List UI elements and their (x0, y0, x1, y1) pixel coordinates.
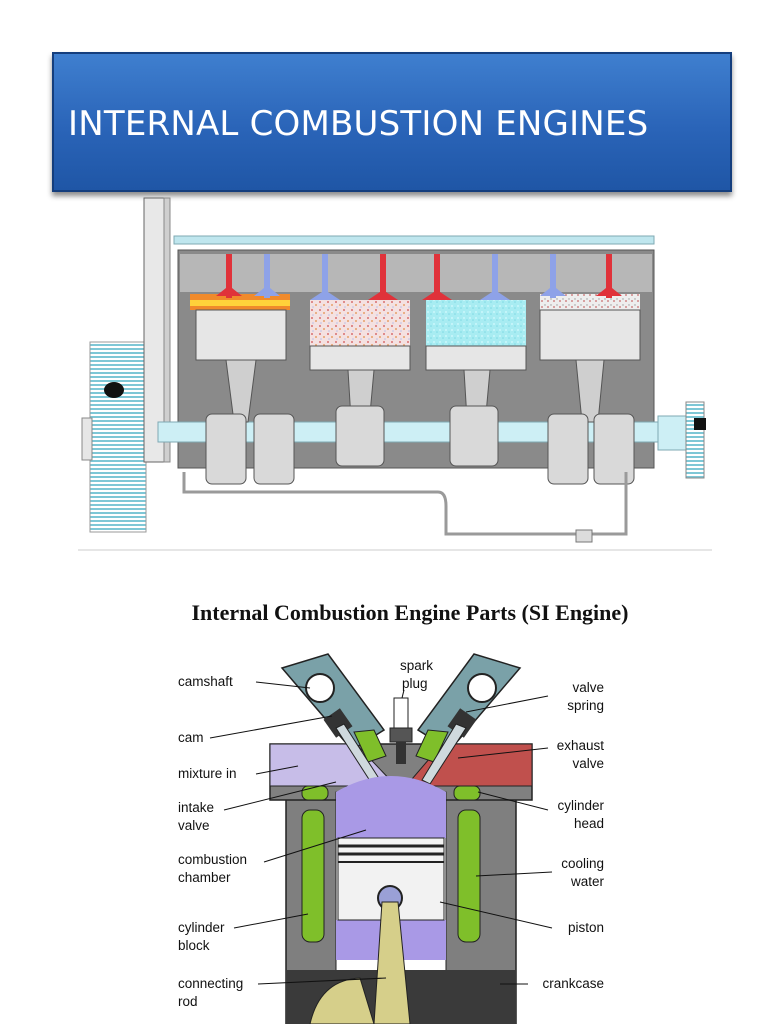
label-cylinder-head-line1: cylinder (557, 798, 604, 813)
label-valve-spring-line1: valve (572, 680, 604, 695)
label-cam: cam (178, 730, 204, 745)
label-crankcase: crankcase (542, 976, 604, 991)
spark-plug (389, 697, 413, 764)
label-combustion-chamber-line2: chamber (178, 870, 231, 885)
label-intake-valve-line1: intake (178, 800, 214, 815)
label-cooling-water-line2: water (570, 874, 605, 889)
exhaust-cam-housing (416, 653, 522, 751)
label-cylinder-head-line2: head (574, 816, 604, 831)
label-piston: piston (568, 920, 604, 935)
title-banner: INTERNAL COMBUSTION ENGINES (52, 52, 732, 192)
section-caption: Internal Combustion Engine Parts (SI Eng… (191, 600, 629, 625)
label-exhaust-valve-line1: exhaust (557, 738, 605, 753)
label-combustion-chamber-line1: combustion (178, 852, 247, 867)
label-cylinder-block-line1: cylinder (178, 920, 225, 935)
cylinder-4 (539, 254, 641, 485)
label-spark-plug-line2: plug (402, 676, 428, 691)
label-spark-plug-line1: spark (400, 658, 433, 673)
label-connecting-rod-line1: connecting (178, 976, 243, 991)
label-exhaust-valve-line2: valve (572, 756, 604, 771)
label-connecting-rod-line2: rod (178, 994, 198, 1009)
inline-engine-illustration (78, 197, 712, 551)
label-camshaft: camshaft (178, 674, 233, 689)
label-cylinder-block-line2: block (178, 938, 210, 953)
label-mixture-in: mixture in (178, 766, 237, 781)
label-cooling-water-line1: cooling (561, 856, 604, 871)
slide-title: INTERNAL COMBUSTION ENGINES (68, 104, 649, 144)
si-engine-parts-diagram: camshaft cam mixture in intake valve com… (178, 653, 605, 1024)
label-valve-spring-line2: spring (567, 698, 604, 713)
cylinder-2 (309, 254, 411, 467)
label-intake-valve-line2: valve (178, 818, 210, 833)
cylinder-3 (422, 254, 527, 467)
cylinder-1 (190, 254, 295, 485)
